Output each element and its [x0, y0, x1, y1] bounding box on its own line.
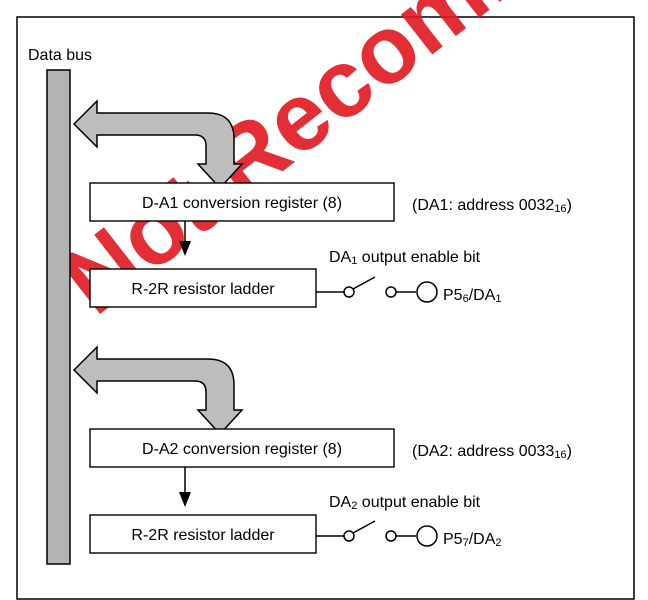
register-2-address: (DA2: address 003316) [412, 443, 572, 461]
register-to-ladder-1-arrowhead [179, 241, 191, 256]
data-bus-label: Data bus [28, 47, 92, 64]
conversion-register-2 [89, 428, 395, 468]
conversion-register-1-label: D-A1 conversion register (8) [142, 195, 342, 212]
output-enable-switch-1 [316, 276, 438, 303]
resistor-ladder-2 [89, 514, 317, 554]
output-enable-bit-2-label: DA2 output enable bit [329, 494, 481, 512]
bus-arrow-2 [72, 345, 244, 436]
output-enable-bit-1-label: DA1 output enable bit [329, 249, 481, 267]
output-pin-1-terminal [416, 281, 438, 303]
conversion-register-2-label: D-A2 conversion register (8) [142, 441, 342, 458]
diagram-frame [16, 16, 635, 600]
data-bus [46, 69, 71, 565]
conversion-register-1 [89, 182, 395, 222]
output-pin-1-label: P56/DA1 [443, 287, 502, 305]
resistor-ladder-1-label: R-2R resistor ladder [131, 281, 275, 298]
register-to-ladder-2-arrowhead [179, 492, 191, 507]
resistor-ladder-2-label: R-2R resistor ladder [131, 527, 275, 544]
output-pin-2-label: P57/DA2 [443, 531, 502, 549]
register-1-address: (DA1: address 003216) [412, 197, 572, 215]
resistor-ladder-1 [89, 268, 317, 308]
output-enable-switch-2 [316, 520, 438, 547]
output-pin-2-terminal [416, 525, 438, 547]
